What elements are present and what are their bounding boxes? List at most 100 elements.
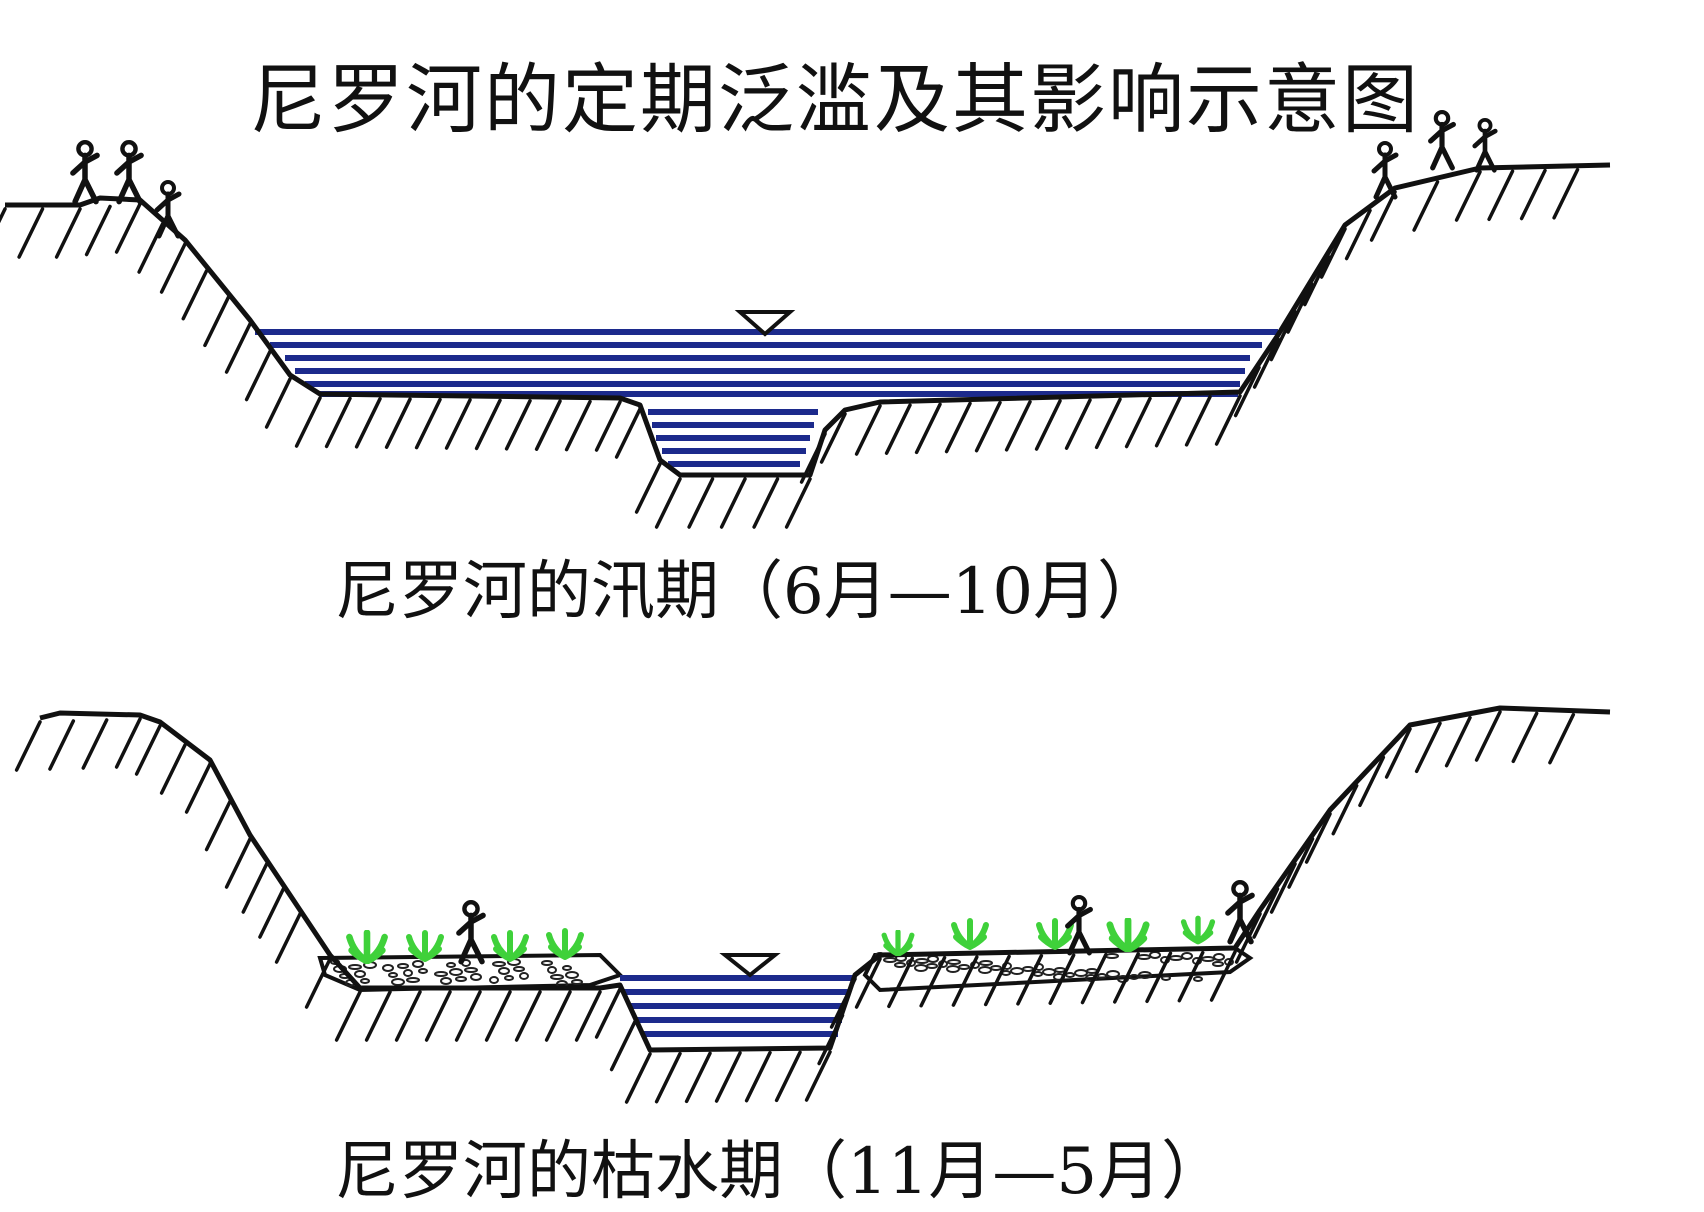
silt-speckle xyxy=(1138,971,1152,979)
ground-hatch-mark xyxy=(304,957,332,1009)
ground-hatch-mark xyxy=(414,397,442,450)
silt-speckle xyxy=(571,979,583,985)
ground-hatch-mark xyxy=(914,402,942,455)
silt-speckle xyxy=(397,963,409,969)
ground-hatch-mark xyxy=(81,718,109,770)
ground-hatch-mark xyxy=(264,377,292,429)
silt-speckle xyxy=(1212,961,1224,967)
person-figure xyxy=(1431,112,1454,168)
silt-speckle xyxy=(498,967,510,975)
ground-hatch-mark xyxy=(184,762,212,814)
ground-hatch-mark xyxy=(1113,952,1140,1004)
ground-hatch-mark xyxy=(48,719,76,771)
ground-hatch-mark xyxy=(1094,397,1122,450)
ground-hatch-mark xyxy=(1304,812,1332,864)
ground-hatch-mark xyxy=(564,399,592,452)
dry-water xyxy=(620,975,855,1048)
flood-water xyxy=(255,329,1278,467)
silt-speckle xyxy=(403,969,413,977)
diagram-title: 尼罗河的定期泛滥及其影响示意图 xyxy=(250,55,1420,144)
ground-hatch-mark xyxy=(983,954,1011,1007)
person-figure xyxy=(73,142,97,201)
ground-hatch-mark xyxy=(159,743,187,795)
crop-plant xyxy=(349,933,384,962)
ground-hatch-mark xyxy=(484,990,512,1042)
ground-hatch-mark xyxy=(1287,837,1315,889)
ground-hatch-mark xyxy=(1519,168,1547,221)
ground-hatch-mark xyxy=(1177,950,1205,1003)
ground-hatch-mark xyxy=(744,1050,772,1103)
silt-speckle xyxy=(412,960,424,968)
silt-speckle xyxy=(915,958,929,964)
silt-speckle xyxy=(550,974,564,980)
silt-speckle xyxy=(382,964,394,972)
silt-speckle xyxy=(1193,976,1203,982)
dry-panel xyxy=(14,705,1611,1104)
ground-hatch-mark xyxy=(1319,227,1347,279)
silt-speckle xyxy=(504,975,514,981)
ground-hatch-mark xyxy=(203,295,231,348)
dry-ground-line xyxy=(39,705,1611,1053)
silt-speckle xyxy=(354,970,366,978)
ground-hatch-mark xyxy=(1016,954,1044,1006)
silt-speckle xyxy=(455,976,467,982)
ground-hatch-mark xyxy=(919,955,947,1008)
ground-hatch-mark xyxy=(1233,365,1261,418)
water-level-marker-dry xyxy=(719,953,781,978)
ground-hatch-mark xyxy=(594,400,622,452)
ground-hatch-mark xyxy=(1548,712,1576,765)
ground-hatch-mark xyxy=(364,990,392,1042)
ground-hatch-mark xyxy=(84,204,112,257)
ground-hatch-mark xyxy=(829,977,857,1029)
silt-speckle xyxy=(947,959,961,965)
ground-hatch-mark xyxy=(54,207,82,259)
silt-speckle xyxy=(978,966,992,974)
flood-panel xyxy=(0,112,1611,529)
silt-speckle xyxy=(1074,969,1088,977)
ground-hatch-mark xyxy=(1145,951,1173,1004)
ground-hatch-mark xyxy=(181,268,209,321)
ground-hatch-mark xyxy=(1412,180,1440,232)
ground-hatch-mark xyxy=(634,462,662,514)
ground-hatch-mark xyxy=(609,1019,637,1072)
ground-hatch-mark xyxy=(224,322,252,374)
ground-hatch-mark xyxy=(854,957,882,1009)
ground-hatch-mark xyxy=(887,956,915,1009)
silt-speckle xyxy=(1129,974,1139,980)
ground-hatch-mark xyxy=(1209,950,1237,1002)
ground-hatch-mark xyxy=(799,432,827,484)
ground-hatch-mark xyxy=(624,1052,652,1104)
ground-hatch-mark xyxy=(354,397,382,449)
ground-hatch-mark xyxy=(654,1051,682,1104)
ground-hatch-mark xyxy=(1444,715,1472,768)
ground-hatch-mark xyxy=(654,477,682,529)
crop-plant xyxy=(549,931,581,957)
ground-hatch-mark xyxy=(1358,755,1386,808)
ground-hatch-mark xyxy=(444,398,472,450)
crop-plant xyxy=(1110,920,1146,949)
ground-hatch-mark xyxy=(819,412,847,464)
person-figure xyxy=(117,142,141,201)
silt-speckle xyxy=(1065,972,1075,978)
ground-hatch-mark xyxy=(324,396,352,449)
ground-hatch-mark xyxy=(1474,710,1502,762)
ground-hatch-mark xyxy=(1303,254,1330,307)
silt-speckle xyxy=(418,968,428,974)
ground-hatch-mark xyxy=(1286,282,1314,334)
ground-hatch-mark xyxy=(1454,170,1482,222)
silt-speckle xyxy=(1042,968,1056,976)
ground-hatch-mark xyxy=(504,399,532,451)
ground-hatch-mark xyxy=(241,862,269,914)
ground-hatch-mark xyxy=(944,401,972,454)
ground-hatch-mark xyxy=(1487,169,1515,221)
ground-hatch-mark xyxy=(1384,727,1412,779)
caption-dry-season: 尼罗河的枯水期（11月—5月） xyxy=(335,1135,1226,1209)
silt-speckle xyxy=(440,977,452,985)
ground-hatch-mark xyxy=(454,990,482,1042)
flood-ground-line xyxy=(5,162,1611,478)
crop-plant xyxy=(1184,918,1213,941)
ground-hatch-mark xyxy=(1214,394,1242,446)
silt-speckle xyxy=(519,972,529,980)
crop-plant xyxy=(884,932,912,955)
silt-speckle xyxy=(547,966,557,974)
